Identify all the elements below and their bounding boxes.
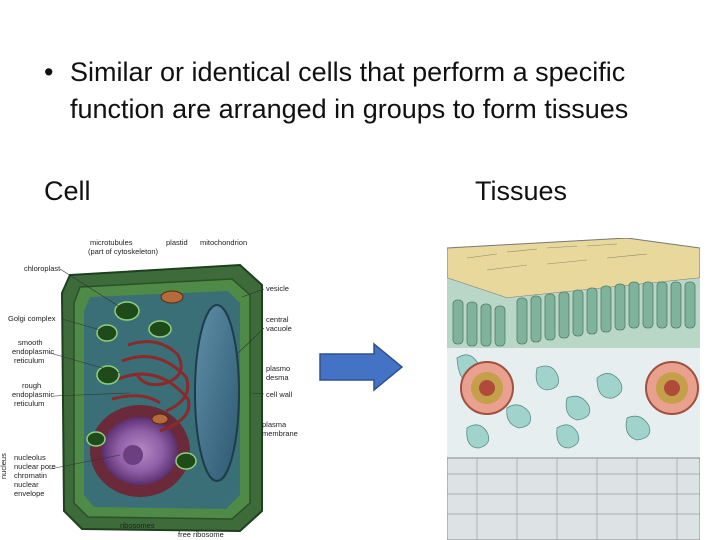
vascular-bundle-right (645, 361, 699, 415)
bullet-text: Similar or identical cells that perform … (70, 57, 629, 124)
nucleus (90, 405, 190, 497)
label-cell-wall: cell wall (266, 390, 293, 399)
tissue-diagram (447, 238, 700, 540)
label-nuclear-envelope-1: nuclear (14, 480, 39, 489)
label-plasmodesmata-2: desma (266, 373, 289, 382)
palisade-layer (447, 278, 700, 348)
label-mitochondrion: mitochondrion (200, 238, 247, 247)
cell-diagram-labels: microtubules (part of cytoskeleton) plas… (0, 238, 298, 539)
label-rough-er-1: rough (22, 381, 41, 390)
label-rough-er-2: endoplasmic (12, 390, 54, 399)
label-plasma-membrane-1: plasma (262, 420, 287, 429)
label-golgi: Golgi complex (8, 314, 56, 323)
label-nuclear-pore: nuclear pore (14, 462, 56, 471)
label-plastid: plastid (166, 238, 188, 247)
label-smooth-er-1: smooth (18, 338, 43, 347)
cell-heading: Cell (44, 176, 91, 206)
label-central-vacuole-1: central (266, 315, 289, 324)
endoplasmic-reticulum (111, 340, 191, 433)
label-leader-lines (49, 268, 265, 470)
lower-epidermis (447, 457, 700, 540)
label-smooth-er-2: endoplasmic (12, 347, 54, 356)
bullet-paragraph: • Similar or identical cells that perfor… (44, 54, 664, 128)
label-chloroplast: chloroplast (24, 264, 61, 273)
label-nucleus-side: nucleus (0, 453, 8, 479)
label-vesicle: vesicle (266, 284, 289, 293)
label-free-ribosome: free ribosome (178, 530, 224, 539)
label-nuclear-envelope-2: envelope (14, 489, 44, 498)
label-chromatin: chromatin (14, 471, 47, 480)
plant-cell-diagram: microtubules (part of cytoskeleton) plas… (0, 238, 298, 539)
bullet-symbol: • (44, 57, 54, 87)
label-plasmodesmata-1: plasmo (266, 364, 290, 373)
label-plasma-membrane-2: membrane (262, 429, 298, 438)
vascular-bundle-left (460, 361, 514, 415)
right-arrow-icon (319, 342, 404, 392)
label-nucleolus: nucleolus (14, 453, 46, 462)
label-cytoskeleton: (part of cytoskeleton) (88, 247, 159, 256)
chloroplasts (86, 290, 197, 470)
label-central-vacuole-2: vacuole (266, 324, 292, 333)
label-ribosomes: ribosomes (120, 521, 155, 530)
label-microtubules: microtubules (90, 238, 133, 247)
label-rough-er-3: reticulum (14, 399, 44, 408)
label-smooth-er-3: reticulum (14, 356, 44, 365)
central-vacuole (194, 304, 240, 482)
tissue-heading: Tissues (475, 176, 568, 206)
